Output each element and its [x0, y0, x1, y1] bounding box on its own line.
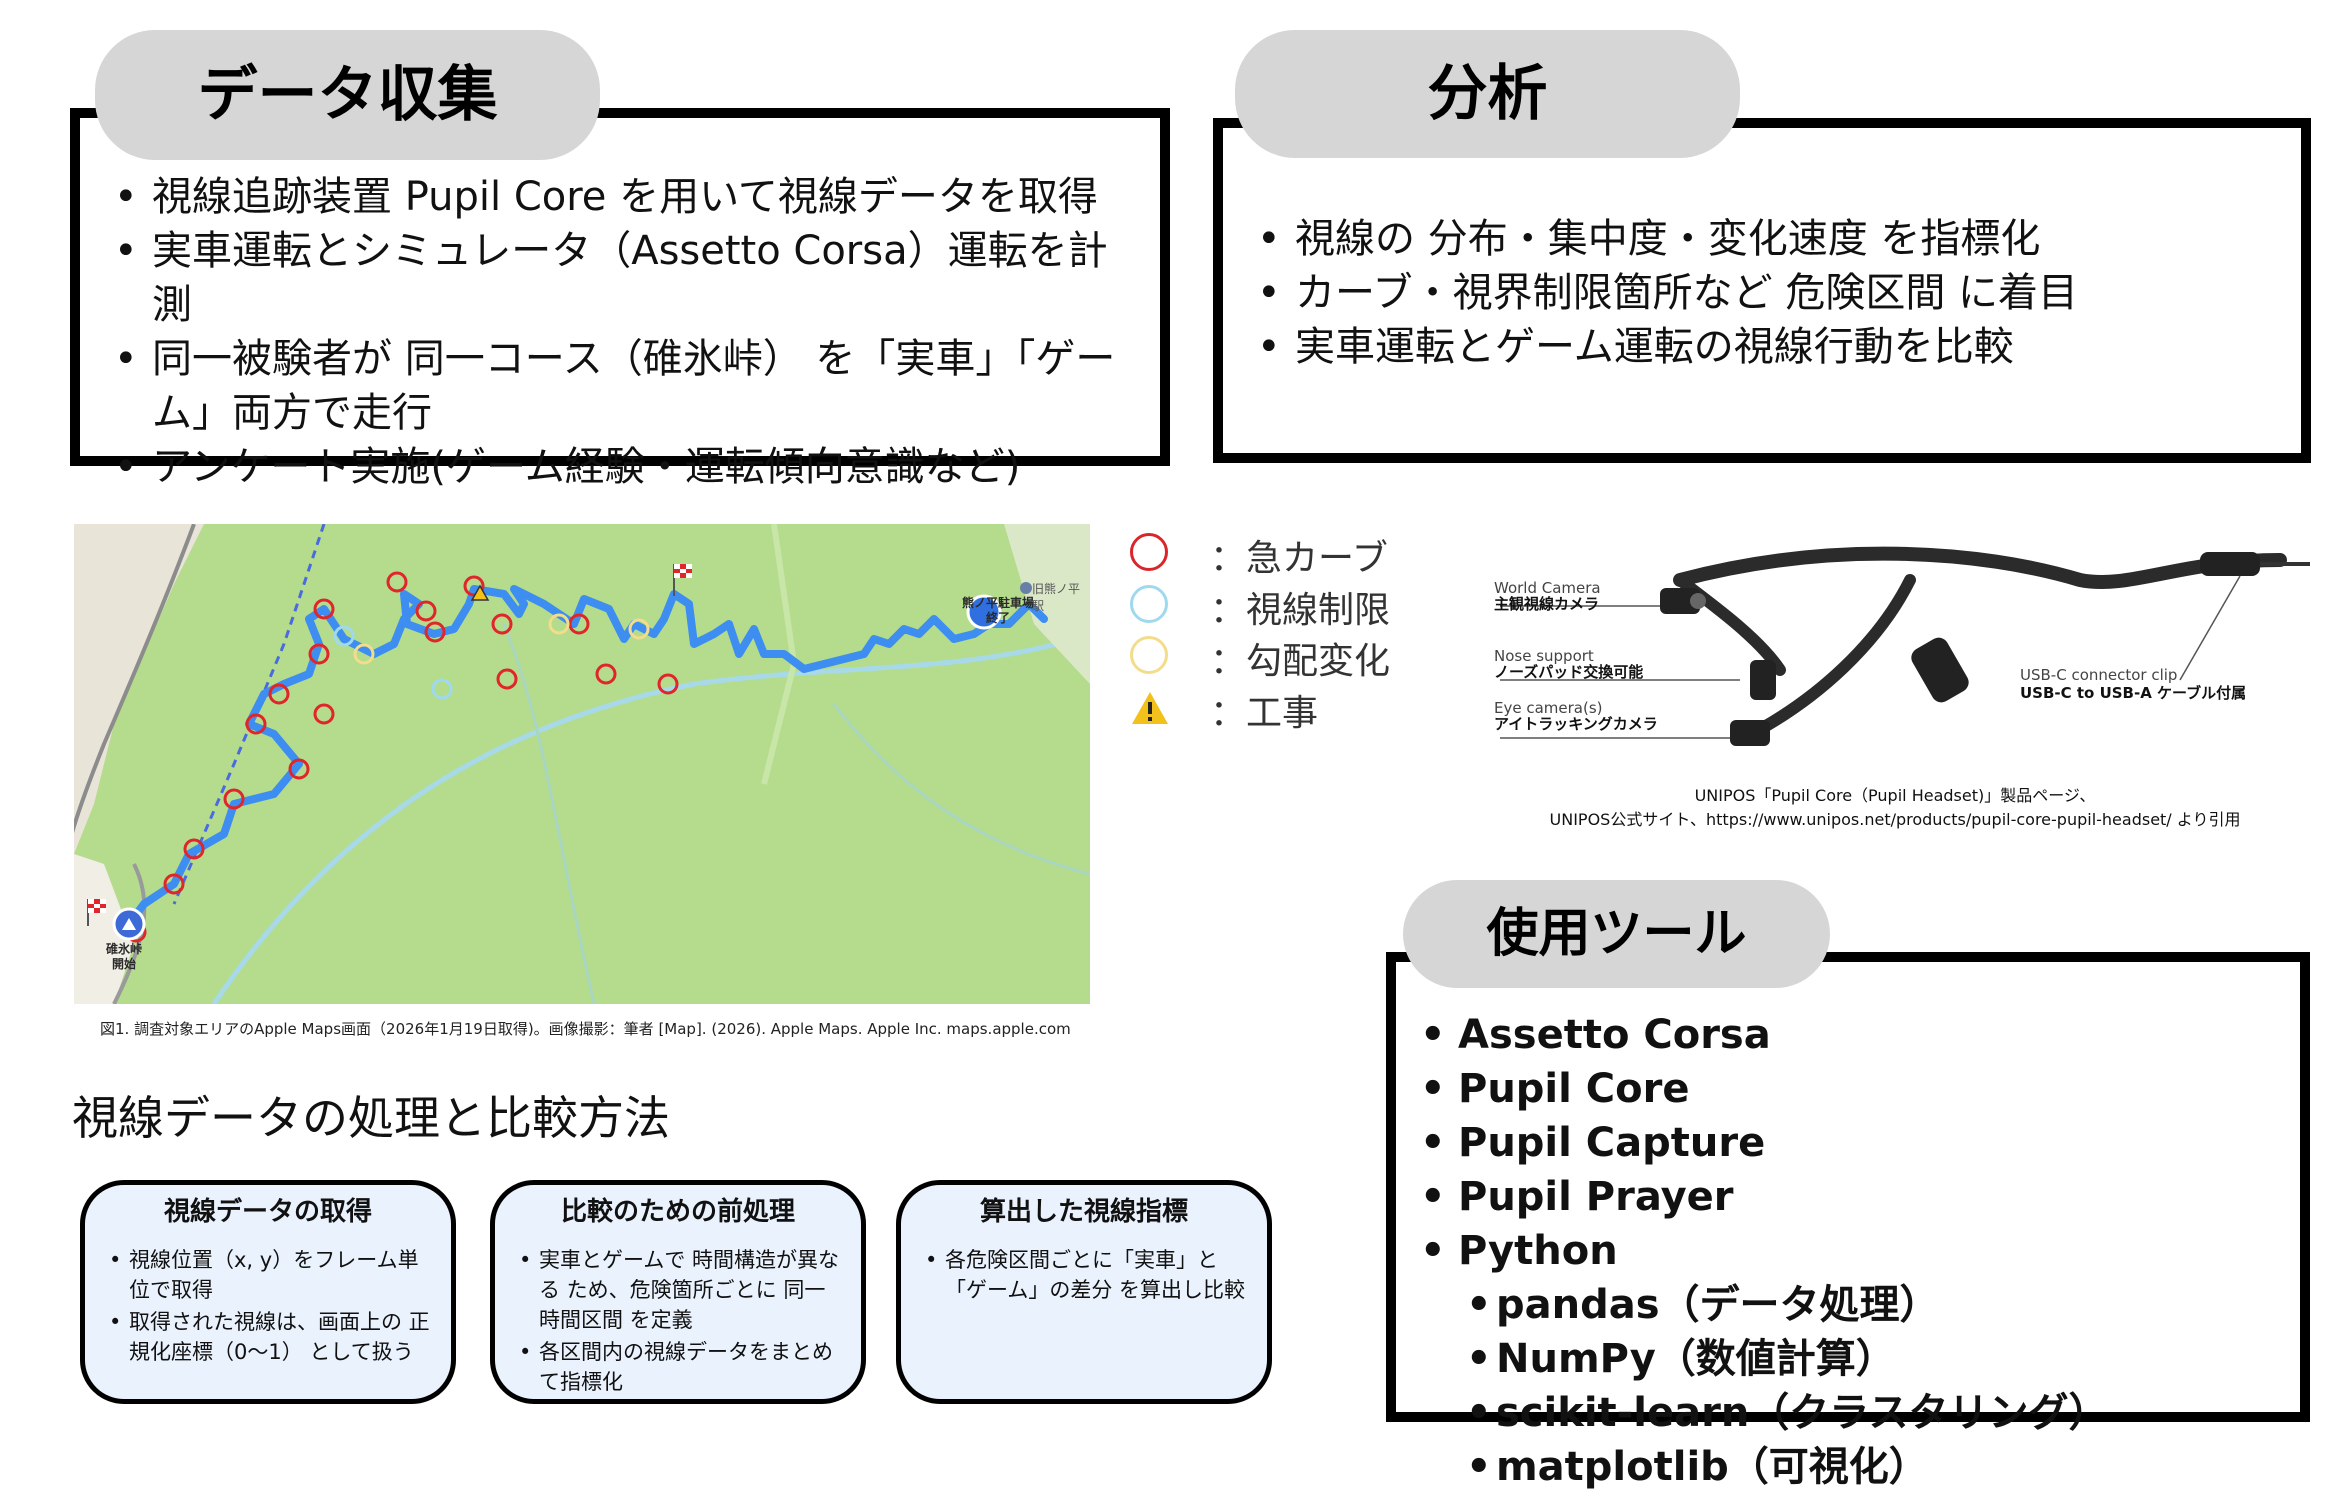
- red-ring-icon: [1130, 533, 1168, 571]
- pupil-core-image: World Camera 主観視線カメラ Nose support ノーズパッド…: [1480, 520, 2310, 780]
- tools-box: Assetto Corsa Pupil Core Pupil Capture P…: [1386, 952, 2310, 1494]
- list-item: 視線位置（x, y）をフレーム単位で取得: [105, 1245, 435, 1305]
- list-item: アンケート実施(ゲーム経験・運転傾向意識など): [104, 440, 1144, 494]
- list-item: Pupil Capture: [1410, 1116, 2290, 1170]
- list-item: pandas（データ処理）: [1410, 1278, 2290, 1332]
- finish-flag-icon: [673, 564, 692, 596]
- eye-camera-jp: アイトラッキングカメラ: [1494, 715, 1658, 733]
- list-item: scikit-learn（クラスタリング）: [1410, 1386, 2290, 1440]
- nose-support-label: Nose support ノーズパッド交換可能: [1494, 648, 1643, 680]
- usb-connector-en: USB-C connector clip: [2020, 666, 2178, 684]
- list-item: 実車運転とゲーム運転の視線行動を比較: [1247, 320, 2287, 374]
- light-blue-ring-icon: [1130, 585, 1168, 623]
- card-title: 算出した視線指標: [979, 1197, 1188, 1227]
- card-list: 実車とゲームで 時間構造が異なる ため、危険箇所ごとに 同一時間区間 を定義 各…: [515, 1245, 845, 1399]
- nose-support-en: Nose support: [1494, 647, 1594, 665]
- device-caption-line-2: UNIPOS公式サイト、https://www.unipos.net/produ…: [1549, 810, 2241, 829]
- end-map-label: 熊ノ平駐車場 終了: [962, 596, 1034, 626]
- route-map: 熊ノ平駐車場 終了 旧熊ノ平駅 碓氷峠 開始: [74, 524, 1090, 1004]
- headset-drawing: [1500, 546, 2310, 746]
- nose-support-jp: ノーズパッド交換可能: [1494, 663, 1644, 681]
- start-map-label-2: 開始: [112, 957, 137, 971]
- analysis-title: 分析: [1235, 30, 1740, 158]
- list-item: Pupil Prayer: [1410, 1170, 2290, 1224]
- eye-camera-label: Eye camera(s) アイトラッキングカメラ: [1494, 700, 1658, 732]
- end-map-label-1: 熊ノ平駐車場: [962, 596, 1035, 610]
- eye-camera-en: Eye camera(s): [1494, 699, 1603, 717]
- list-item: 実車運転とシミュレータ（Assetto Corsa）運転を計測: [104, 224, 1144, 332]
- usb-connector-label: USB-C connector clip USB-C to USB-A ケーブル…: [2020, 666, 2246, 702]
- world-camera-en: World Camera: [1494, 579, 1601, 597]
- card-title: 視線データの取得: [163, 1197, 372, 1227]
- legend-label: ：視線制限: [1210, 590, 1391, 631]
- map-canvas: [74, 524, 1090, 1004]
- list-item: 実車とゲームで 時間構造が異なる ため、危険箇所ごとに 同一時間区間 を定義: [515, 1245, 845, 1335]
- card-preprocessing: 比較のための前処理 実車とゲームで 時間構造が異なる ため、危険箇所ごとに 同一…: [490, 1180, 866, 1404]
- parking-pin-icon: [966, 594, 1002, 630]
- list-item: 視線の 分布・集中度・変化速度 を指標化: [1247, 212, 2287, 266]
- world-camera-label: World Camera 主観視線カメラ: [1494, 580, 1601, 612]
- world-camera-jp: 主観視線カメラ: [1494, 595, 1600, 613]
- yellow-ring-icon: [1130, 636, 1168, 674]
- list-item: 視線追跡装置 Pupil Core を用いて視線データを取得: [104, 170, 1144, 224]
- data-collection-title: データ収集: [95, 30, 600, 160]
- method-heading: 視線データの処理と比較方法: [72, 1091, 670, 1145]
- list-item: 同一被験者が 同一コース（碓氷峠） を「実車」「ゲーム」両方で走行: [104, 332, 1144, 440]
- start-map-label-1: 碓氷峠: [106, 942, 143, 956]
- card-gaze-acquisition: 視線データの取得 視線位置（x, y）をフレーム単位で取得 取得された視線は、画…: [80, 1180, 456, 1404]
- list-item: Python: [1410, 1224, 2290, 1278]
- legend-label: ：勾配変化: [1210, 641, 1391, 682]
- card-gaze-metrics: 算出した視線指標 各危険区間ごとに「実車」と「ゲーム」の差分 を算出し比較: [896, 1180, 1272, 1404]
- start-flag-icon: [87, 899, 106, 926]
- analysis-list: 視線の 分布・集中度・変化速度 を指標化 カーブ・視界制限箇所など 危険区間 に…: [1247, 212, 2287, 374]
- start-pin-icon: [112, 907, 146, 941]
- start-map-label: 碓氷峠 開始: [106, 942, 142, 972]
- card-title: 比較のための前処理: [560, 1197, 795, 1227]
- tools-list: Assetto Corsa Pupil Core Pupil Capture P…: [1410, 1008, 2290, 1494]
- map-caption: 図1. 調査対象エリアのApple Maps画面（2026年1月19日取得)。画…: [100, 1020, 1071, 1038]
- data-collection-list: 視線追跡装置 Pupil Core を用いて視線データを取得 実車運転とシミュレ…: [104, 170, 1144, 494]
- usb-connector-jp: USB-C to USB-A ケーブル付属: [2020, 684, 2247, 702]
- tools-title: 使用ツール: [1403, 880, 1830, 988]
- list-item: Assetto Corsa: [1410, 1008, 2290, 1062]
- list-item: Pupil Core: [1410, 1062, 2290, 1116]
- sharp-curve-markers: [125, 571, 679, 943]
- list-item: 取得された視線は、画面上の 正規化座標（0〜1） として扱う: [105, 1307, 435, 1367]
- analysis-box: 視線の 分布・集中度・変化速度 を指標化 カーブ・視界制限箇所など 危険区間 に…: [1213, 118, 2311, 463]
- list-item: NumPy（数値計算）: [1410, 1332, 2290, 1386]
- data-collection-box: 視線追跡装置 Pupil Core を用いて視線データを取得 実車運転とシミュレ…: [70, 108, 1170, 494]
- list-item: カーブ・視界制限箇所など 危険区間 に着目: [1247, 266, 2287, 320]
- list-item: 各危険区間ごとに「実車」と「ゲーム」の差分 を算出し比較: [921, 1245, 1251, 1305]
- card-list: 視線位置（x, y）をフレーム単位で取得 取得された視線は、画面上の 正規化座標…: [105, 1245, 435, 1369]
- device-caption: UNIPOS「Pupil Core（Pupil Headset)」製品ページ、 …: [1480, 784, 2310, 832]
- legend-label: ：急カーブ: [1210, 538, 1388, 579]
- list-item: 各区間内の視線データをまとめて指標化: [515, 1337, 845, 1397]
- end-map-label-2: 終了: [986, 611, 1011, 625]
- poi-map-label: 旧熊ノ平駅: [1032, 582, 1081, 613]
- warning-icon: [1132, 692, 1168, 724]
- list-item: matplotlib（可視化）: [1410, 1440, 2290, 1494]
- legend-label: ：工事: [1210, 693, 1319, 734]
- card-list: 各危険区間ごとに「実車」と「ゲーム」の差分 を算出し比較: [921, 1245, 1251, 1307]
- device-caption-line-1: UNIPOS「Pupil Core（Pupil Headset)」製品ページ、: [1694, 786, 2096, 805]
